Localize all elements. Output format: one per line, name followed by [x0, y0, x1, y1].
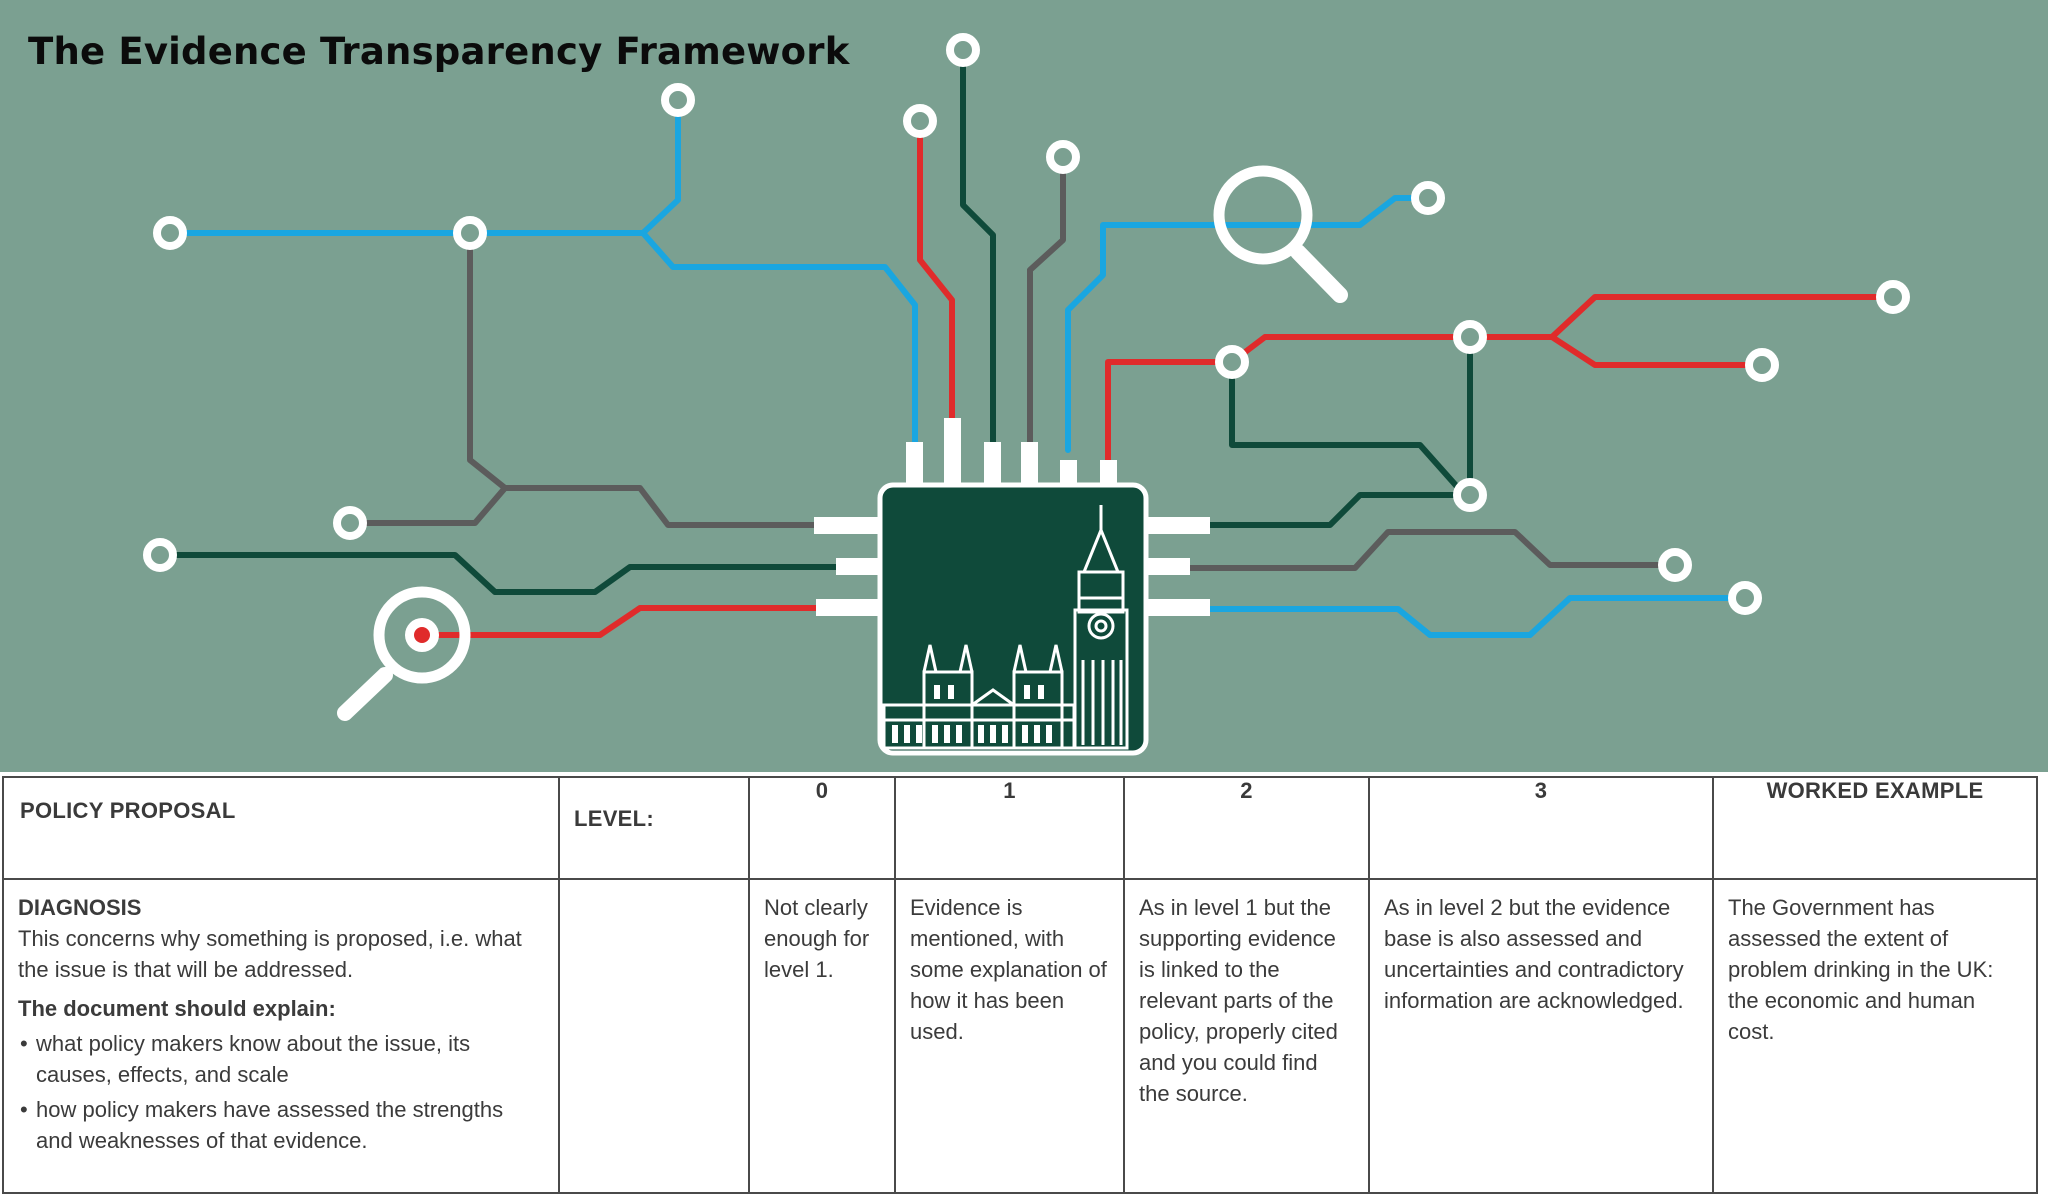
circuit-line-red-right-upper: [1229, 294, 1896, 365]
node: [1658, 548, 1692, 582]
node: [153, 216, 187, 250]
should-explain-heading: The document should explain:: [18, 996, 336, 1021]
cell-level-1: Evidence is mentioned, with some explana…: [894, 878, 1125, 1194]
circuit-line-red-left: [417, 605, 821, 638]
node: [1745, 348, 1779, 382]
node: [1411, 181, 1445, 215]
circuit-line-red-right-lower: [1549, 334, 1765, 368]
header-level-0: 0: [748, 776, 896, 880]
circuit-line-red-chipright: [1105, 359, 1235, 468]
circuit-line-grey-branch: [347, 485, 508, 526]
header-worked-example: WORKED EXAMPLE: [1712, 776, 2038, 880]
node: [453, 216, 487, 250]
circuit-line-grey-right: [1185, 529, 1678, 571]
level-3-text: As in level 2 but the evidence base is a…: [1384, 895, 1684, 1013]
hero-illustration: The Evidence Transparency Framework: [0, 0, 2048, 772]
magnifier-icon: [1213, 165, 1348, 303]
circuit-line-blue-topleft: [167, 97, 681, 236]
node: [1728, 581, 1762, 615]
circuit-line-red-top: [917, 118, 955, 423]
circuit-line-grey-left: [467, 230, 818, 528]
header-policy-proposal: POLICY PROPOSAL: [2, 776, 560, 880]
node: [1046, 140, 1080, 174]
level-0-text: Not clearly enough for level 1.: [764, 895, 870, 982]
explain-bullet-list: what policy makers know about the issue,…: [18, 1028, 544, 1156]
worked-example-text: The Government has assessed the extent o…: [1728, 895, 1994, 1044]
level-1-text: Evidence is mentioned, with some explana…: [910, 895, 1107, 1044]
list-item: what policy makers know about the issue,…: [18, 1028, 544, 1090]
circuit-nodes: [143, 33, 1910, 615]
header-level: LEVEL:: [558, 776, 750, 880]
target-icon: [337, 586, 471, 721]
node: [143, 538, 177, 572]
node: [946, 33, 980, 67]
level-2-text: As in level 1 but the supporting evidenc…: [1139, 895, 1338, 1106]
circuit-line-green-left: [157, 552, 841, 595]
list-item: how policy makers have assessed the stre…: [18, 1094, 544, 1156]
cell-level-empty: [558, 878, 750, 1194]
node: [661, 83, 695, 117]
circuit-line-green-right: [1202, 492, 1473, 528]
header-level-3: 3: [1368, 776, 1714, 880]
circuit-line-blue-right: [1205, 595, 1748, 638]
node: [1876, 280, 1910, 314]
node: [903, 104, 937, 138]
framework-table: POLICY PROPOSAL LEVEL: 0 1 2 3 WORKED EX…: [2, 776, 2038, 1194]
table-header-row: POLICY PROPOSAL LEVEL: 0 1 2 3 WORKED EX…: [2, 776, 2038, 880]
header-level-1: 1: [894, 776, 1125, 880]
cell-worked-example: The Government has assessed the extent o…: [1712, 878, 2038, 1194]
parliament-chip-icon: [877, 482, 1149, 756]
chip-pins: [814, 418, 1210, 616]
node: [333, 506, 367, 540]
cell-level-3: As in level 2 but the evidence base is a…: [1368, 878, 1714, 1194]
circuit-line-green-right-upper: [1229, 359, 1463, 493]
cell-level-2: As in level 1 but the supporting evidenc…: [1123, 878, 1370, 1194]
node: [1215, 345, 1249, 379]
circuit-line-blue-center: [640, 230, 918, 453]
node: [1453, 478, 1487, 512]
circuit-line-grey-top: [1027, 154, 1066, 453]
header-level-2: 2: [1123, 776, 1370, 880]
cell-level-0: Not clearly enough for level 1.: [748, 878, 896, 1194]
diagnosis-description: This concerns why something is proposed,…: [18, 926, 522, 982]
framework-table-container: POLICY PROPOSAL LEVEL: 0 1 2 3 WORKED EX…: [0, 772, 2048, 1194]
page-title: The Evidence Transparency Framework: [28, 30, 850, 73]
table-row-diagnosis: DIAGNOSIS This concerns why something is…: [2, 878, 2038, 1194]
cell-diagnosis: DIAGNOSIS This concerns why something is…: [2, 878, 560, 1194]
diagnosis-title: DIAGNOSIS: [18, 895, 142, 920]
circuit-line-green-top: [960, 47, 996, 453]
circuit-line-blue-top-right: [1065, 195, 1431, 453]
node: [1453, 320, 1487, 354]
circuit-diagram: [143, 33, 1910, 756]
